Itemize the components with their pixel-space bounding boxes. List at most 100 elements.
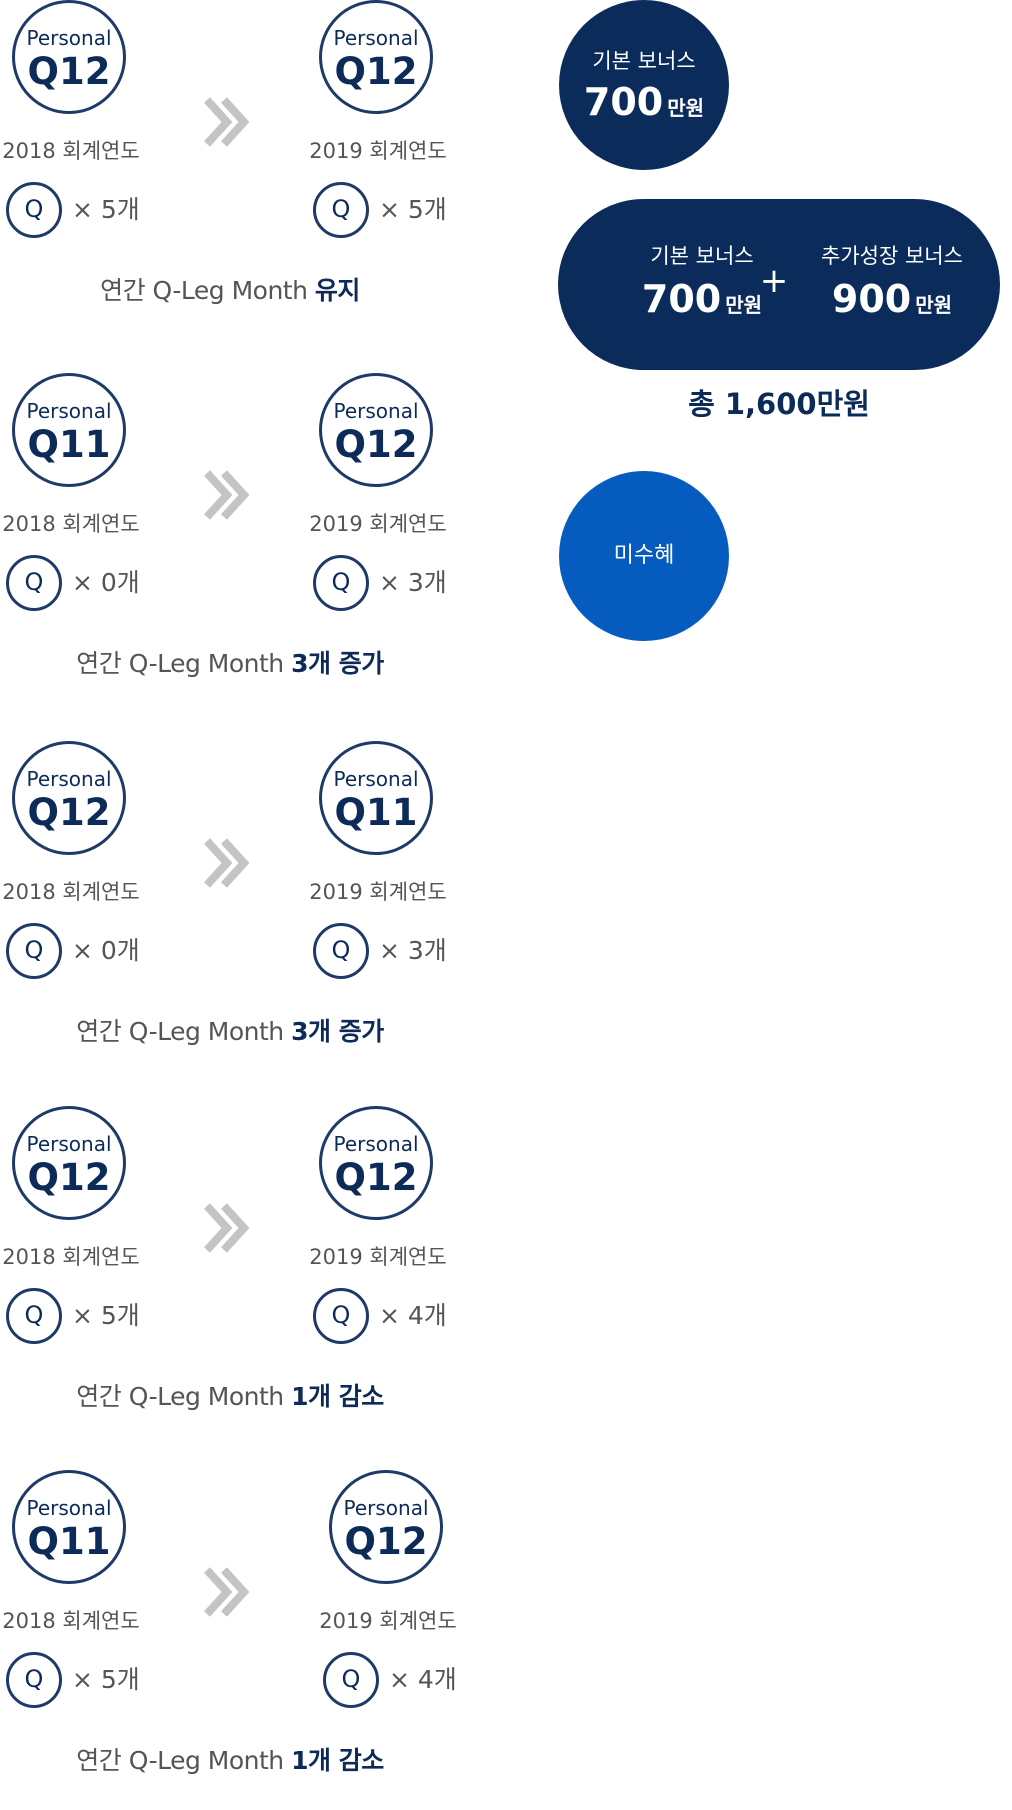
qleg-case: Personal Q11 2018 회계연도 Q × 5개 Personal Q…: [0, 1470, 460, 1810]
q-circle-icon: Q: [6, 182, 62, 238]
to-fiscal-year: 2019 회계연도: [309, 139, 447, 163]
summary-prefix: 연간 Q-Leg Month: [76, 1017, 292, 1046]
q-circle-icon: Q: [313, 555, 369, 611]
to-q-count: × 3개: [379, 568, 447, 597]
q-level: Q11: [27, 423, 111, 466]
q-circle-icon: Q: [6, 1288, 62, 1344]
from-personal-badge: Personal Q11: [12, 373, 126, 487]
q-circle-icon: Q: [313, 1288, 369, 1344]
qleg-month-summary: 연간 Q-Leg Month 3개 증가: [0, 649, 460, 679]
to-q-count: × 5개: [379, 195, 447, 224]
qleg-case: Personal Q11 2018 회계연도 Q × 0개 Personal Q…: [0, 373, 460, 713]
combined-basic-unit: 만원: [725, 293, 763, 317]
summary-highlight: 1개 감소: [291, 1382, 384, 1411]
plus-icon: +: [759, 261, 789, 301]
double-chevron-right-icon: [204, 97, 250, 147]
summary-prefix: 연간 Q-Leg Month: [76, 1746, 292, 1775]
personal-label: Personal: [333, 399, 419, 423]
q-circle-icon: Q: [323, 1652, 379, 1708]
q-circle-icon: Q: [313, 182, 369, 238]
from-fiscal-year: 2018 회계연도: [2, 139, 140, 163]
qleg-month-summary: 연간 Q-Leg Month 1개 감소: [0, 1382, 460, 1412]
personal-label: Personal: [333, 26, 419, 50]
double-chevron-right-icon: [204, 838, 250, 888]
q-circle-icon: Q: [6, 923, 62, 979]
q-circle-icon: Q: [313, 923, 369, 979]
to-personal-badge: Personal Q12: [319, 373, 433, 487]
qleg-month-summary: 연간 Q-Leg Month 3개 증가: [0, 1017, 460, 1047]
summary-highlight: 3개 증가: [291, 649, 384, 678]
combined-extra-label: 추가성장 보너스: [821, 244, 963, 268]
qleg-case: Personal Q12 2018 회계연도 Q × 5개 Personal Q…: [0, 1106, 460, 1446]
from-fiscal-year: 2018 회계연도: [2, 1609, 140, 1633]
personal-label: Personal: [333, 1132, 419, 1156]
double-chevron-right-icon: [204, 1203, 250, 1253]
q-level: Q12: [27, 50, 111, 93]
qleg-month-summary: 연간 Q-Leg Month 유지: [0, 276, 460, 306]
not-received-label: 미수혜: [613, 543, 675, 568]
personal-label: Personal: [26, 1496, 112, 1520]
to-fiscal-year: 2019 회계연도: [309, 880, 447, 904]
to-personal-badge: Personal Q12: [319, 0, 433, 114]
to-q-count: × 4개: [379, 1301, 447, 1330]
combined-basic-value: 700: [641, 277, 722, 321]
q-level: Q12: [27, 1156, 111, 1199]
not-received-circle: 미수혜: [559, 471, 729, 641]
summary-prefix: 연간 Q-Leg Month: [76, 1382, 292, 1411]
summary-highlight: 1개 감소: [291, 1746, 384, 1775]
from-personal-badge: Personal Q12: [12, 0, 126, 114]
summary-prefix: 연간 Q-Leg Month: [100, 276, 315, 305]
qleg-case: Personal Q12 2018 회계연도 Q × 5개 Personal Q…: [0, 0, 460, 340]
to-fiscal-year: 2019 회계연도: [309, 1245, 447, 1269]
to-q-count: × 4개: [389, 1665, 457, 1694]
personal-label: Personal: [26, 26, 112, 50]
to-fiscal-year: 2019 회계연도: [319, 1609, 457, 1633]
basic-bonus-unit: 만원: [667, 96, 705, 120]
q-level: Q12: [334, 50, 418, 93]
double-chevron-right-icon: [204, 470, 250, 520]
basic-bonus-value: 700: [583, 80, 664, 124]
to-personal-badge: Personal Q11: [319, 741, 433, 855]
q-level: Q12: [27, 791, 111, 834]
q-circle-icon: Q: [6, 555, 62, 611]
personal-label: Personal: [26, 1132, 112, 1156]
combined-extra-value: 900: [831, 277, 912, 321]
combined-basic-label: 기본 보너스: [650, 244, 754, 268]
from-q-count: × 5개: [72, 1301, 140, 1330]
qleg-month-summary: 연간 Q-Leg Month 1개 감소: [0, 1746, 460, 1776]
personal-label: Personal: [26, 399, 112, 423]
q-level: Q11: [334, 791, 418, 834]
from-fiscal-year: 2018 회계연도: [2, 512, 140, 536]
combined-extra-unit: 만원: [915, 293, 953, 317]
from-fiscal-year: 2018 회계연도: [2, 1245, 140, 1269]
q-circle-icon: Q: [6, 1652, 62, 1708]
from-personal-badge: Personal Q11: [12, 1470, 126, 1584]
summary-highlight: 유지: [314, 276, 361, 305]
to-fiscal-year: 2019 회계연도: [309, 512, 447, 536]
from-q-count: × 5개: [72, 195, 140, 224]
from-personal-badge: Personal Q12: [12, 1106, 126, 1220]
summary-prefix: 연간 Q-Leg Month: [76, 649, 292, 678]
personal-label: Personal: [26, 767, 112, 791]
double-chevron-right-icon: [204, 1567, 250, 1617]
personal-label: Personal: [333, 767, 419, 791]
qleg-case: Personal Q12 2018 회계연도 Q × 0개 Personal Q…: [0, 741, 460, 1081]
from-fiscal-year: 2018 회계연도: [2, 880, 140, 904]
from-q-count: × 5개: [72, 1665, 140, 1694]
basic-bonus-label: 기본 보너스: [592, 49, 696, 73]
to-personal-badge: Personal Q12: [329, 1470, 443, 1584]
from-q-count: × 0개: [72, 936, 140, 965]
to-personal-badge: Personal Q12: [319, 1106, 433, 1220]
from-personal-badge: Personal Q12: [12, 741, 126, 855]
q-level: Q12: [344, 1520, 428, 1563]
personal-label: Personal: [343, 1496, 429, 1520]
q-level: Q11: [27, 1520, 111, 1563]
bonus-total: 총 1,600만원: [688, 387, 870, 421]
